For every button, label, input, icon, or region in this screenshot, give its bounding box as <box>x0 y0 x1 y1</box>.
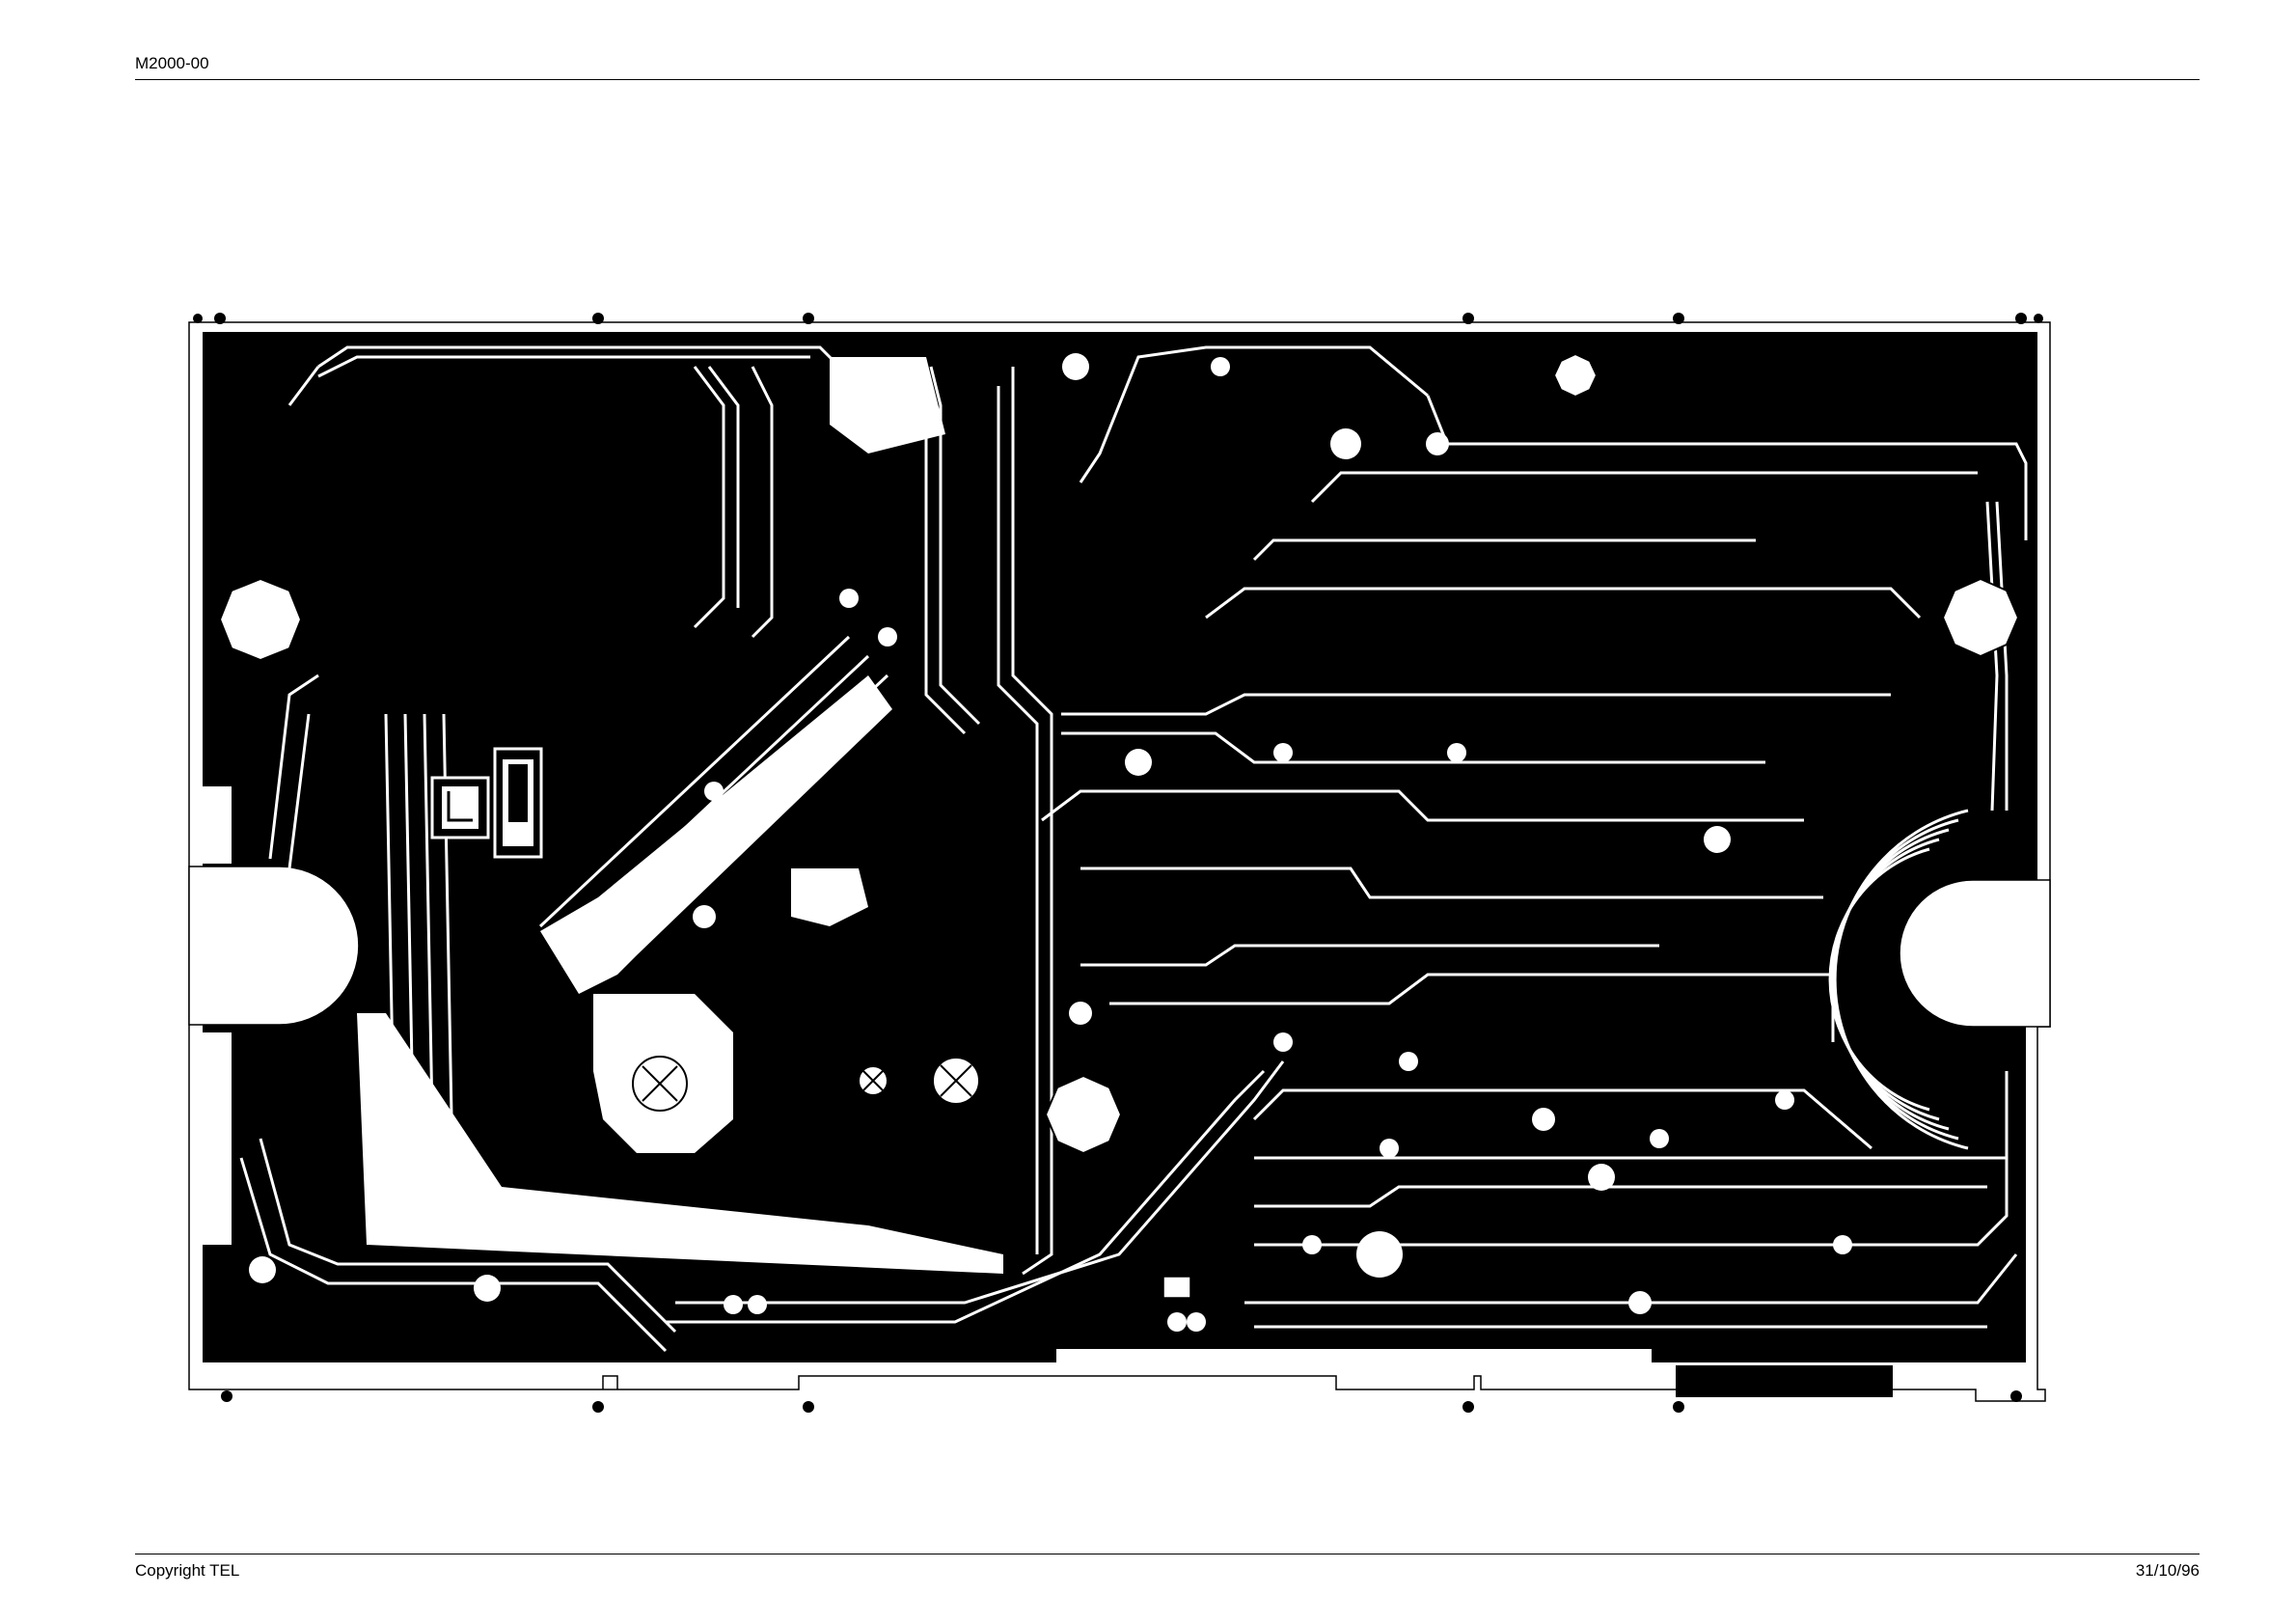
left-notch <box>189 867 359 1025</box>
left-clear-panel-2 <box>203 1032 232 1245</box>
document-date: 31/10/96 <box>2136 1561 2200 1581</box>
bottom-bar <box>1676 1365 1893 1397</box>
mount-hole-bottom <box>1046 1076 1121 1153</box>
mount-hole-top-center <box>1554 354 1597 397</box>
right-notch <box>1900 880 2050 1027</box>
mount-hole-right <box>1943 579 2018 656</box>
copyright-text: Copyright TEL <box>135 1561 239 1581</box>
mount-hole-left <box>220 579 301 660</box>
left-clear-panel <box>203 786 232 864</box>
